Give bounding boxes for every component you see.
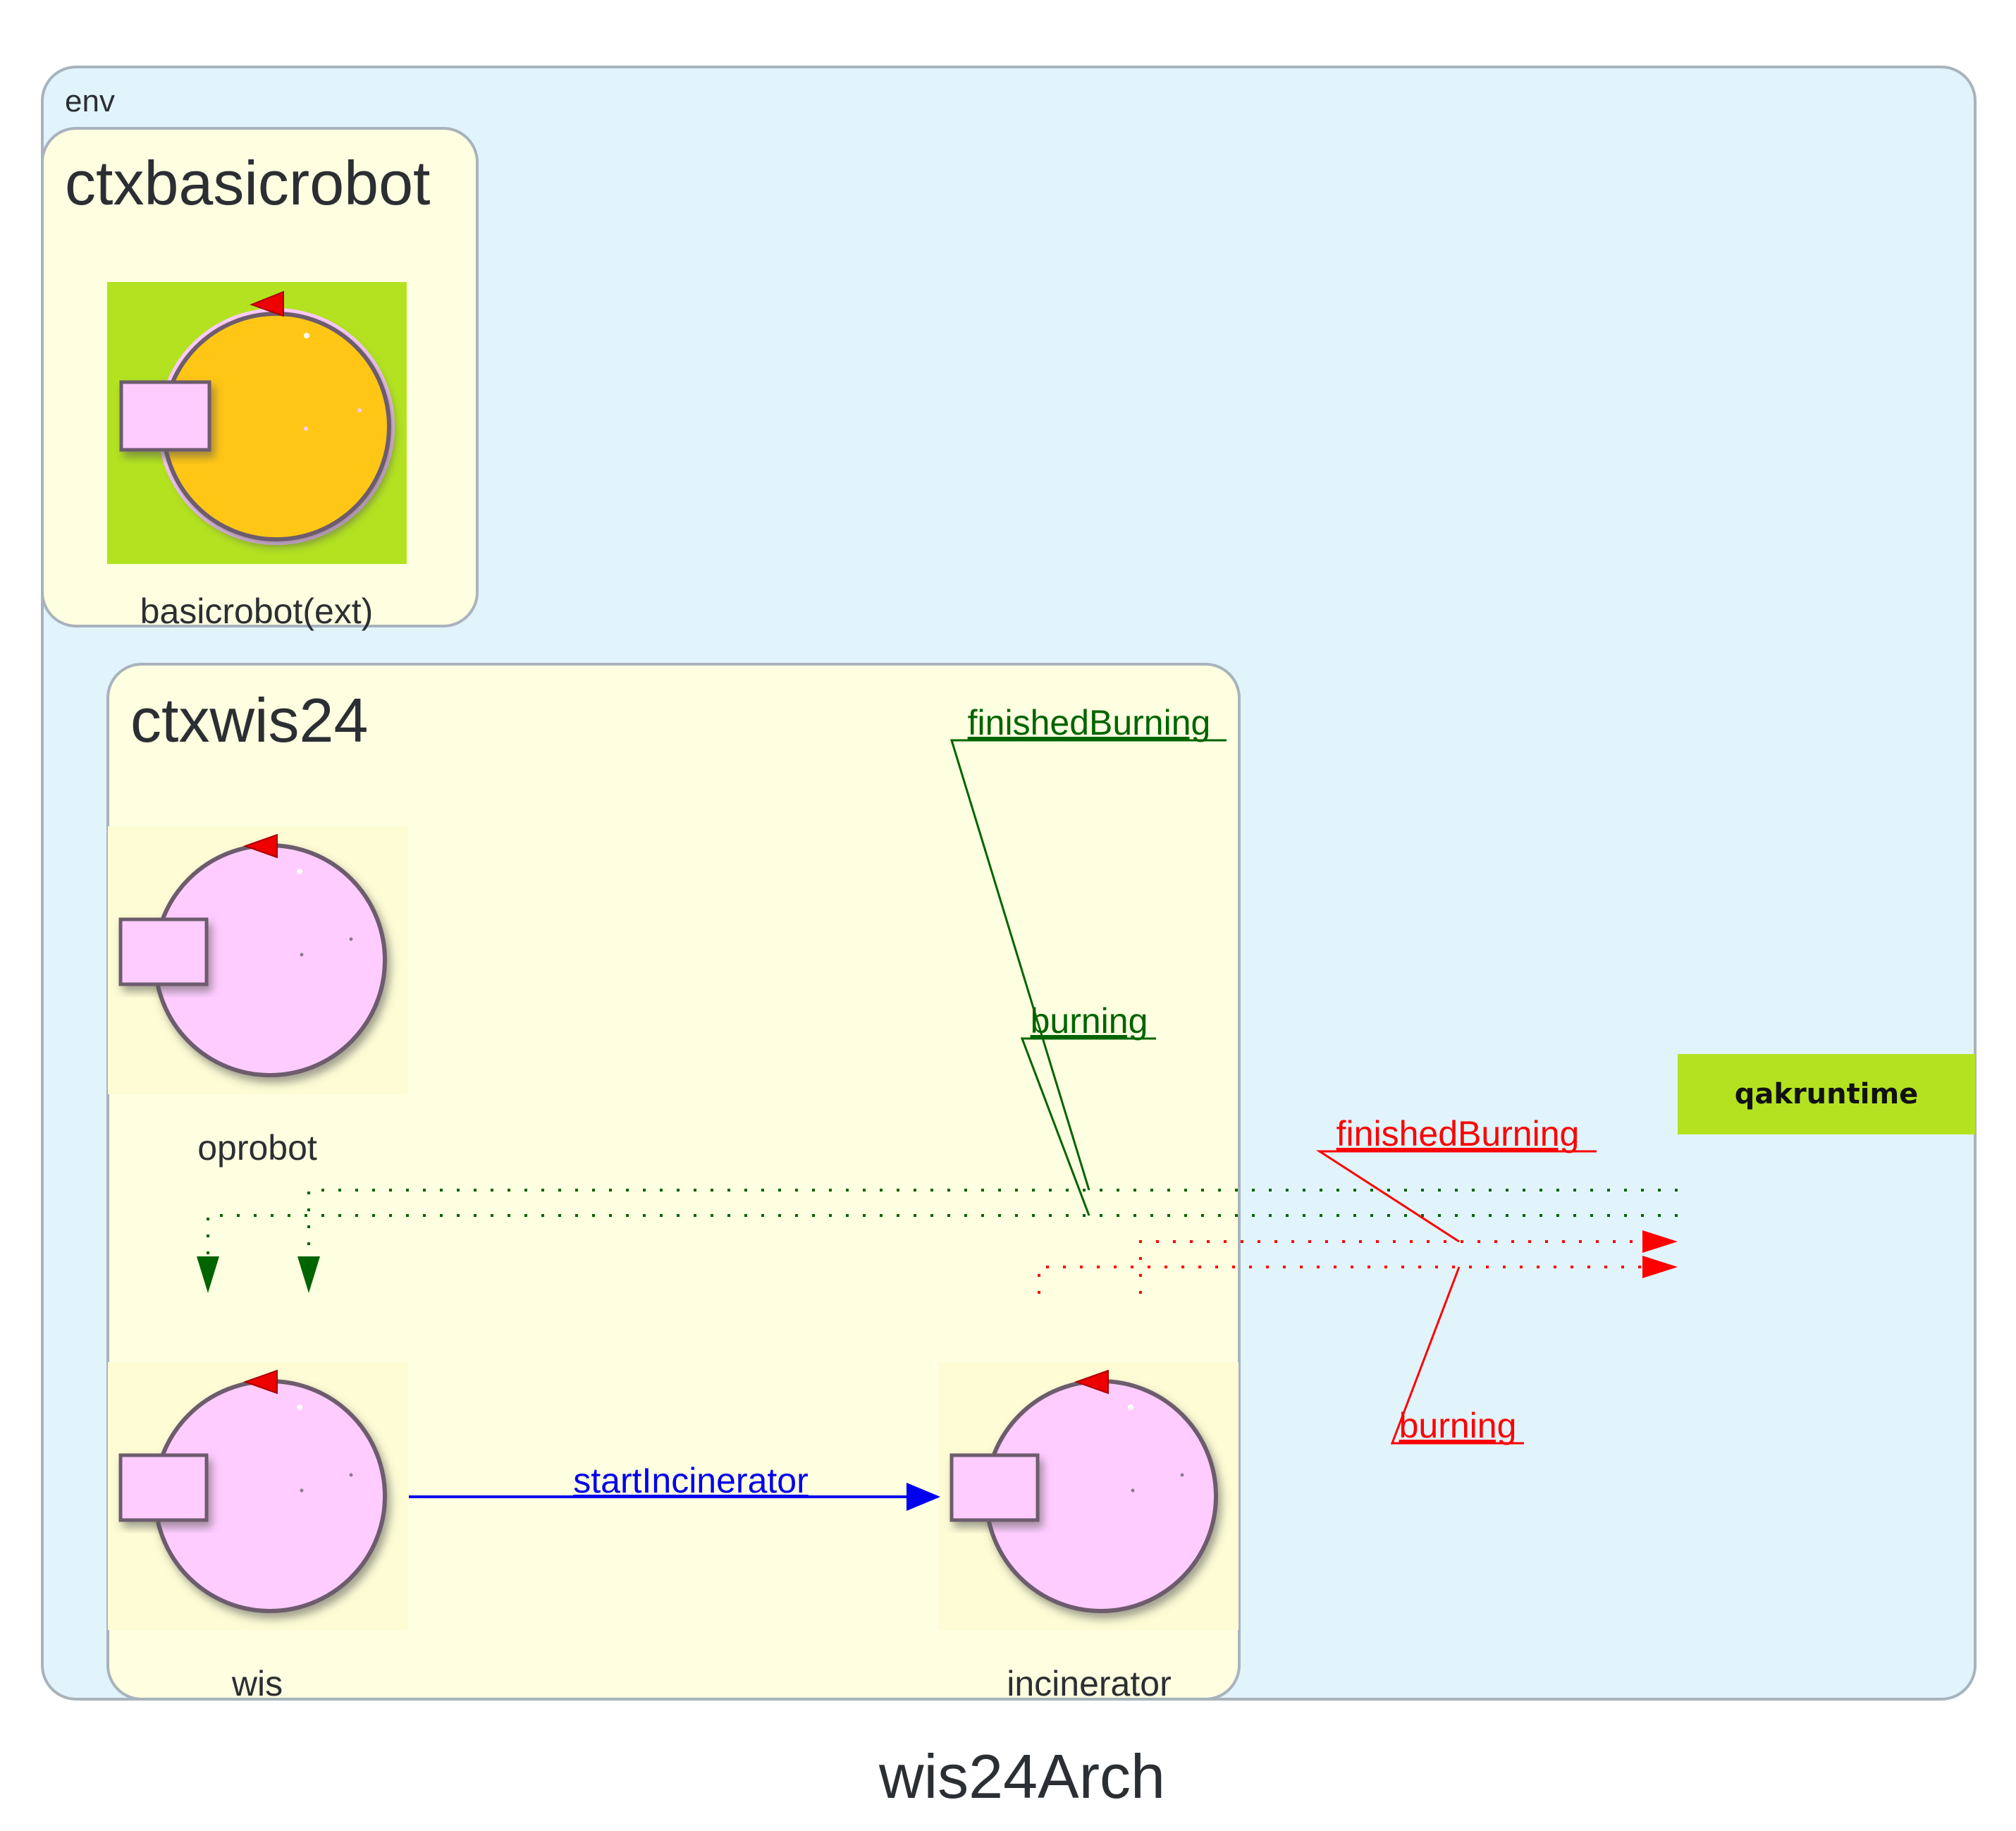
actor-wis[interactable]: wis	[108, 1362, 407, 1703]
context-label-ctxbasicrobot: ctxbasicrobot	[65, 148, 430, 218]
env-label: env	[65, 84, 115, 118]
edge-finishedBurning-out[interactable]: finishedBurning	[1139, 1114, 1678, 1294]
actor-oprobot[interactable]: oprobot	[108, 826, 407, 1168]
edge-label-finishedBurning-out[interactable]: finishedBurning	[1336, 1114, 1580, 1153]
robot-icon-pink	[108, 1362, 407, 1630]
actor-label-wis: wis	[231, 1664, 283, 1703]
actor-label-oprobot: oprobot	[197, 1128, 317, 1168]
actor-label-basicrobot: basicrobot(ext)	[140, 592, 374, 631]
edge-label-finishedBurning-in[interactable]: finishedBurning	[968, 703, 1211, 742]
edge-burning-in[interactable]: burning	[197, 1001, 1678, 1293]
actor-basicrobot[interactable]: basicrobot(ext)	[107, 282, 407, 631]
edge-startIncinerator[interactable]: startIncinerator	[409, 1461, 940, 1511]
edge-burning-out[interactable]: burning	[1038, 1256, 1678, 1445]
robot-icon-pink	[108, 826, 407, 1094]
context-label-ctxwis24: ctxwis24	[130, 685, 368, 755]
edge-label-startIncinerator[interactable]: startIncinerator	[573, 1461, 808, 1500]
edge-finishedBurning-in[interactable]: finishedBurning	[297, 703, 1678, 1293]
edge-label-burning-in[interactable]: burning	[1031, 1001, 1148, 1041]
robot-icon-pink	[939, 1362, 1239, 1630]
robot-icon-orange	[107, 282, 407, 564]
runtime-label: qakruntime	[1735, 1078, 1919, 1110]
actor-incinerator[interactable]: incinerator	[939, 1362, 1239, 1703]
diagram-title: wis24Arch	[878, 1741, 1165, 1811]
actor-label-incinerator: incinerator	[1007, 1664, 1171, 1703]
edge-label-burning-out[interactable]: burning	[1399, 1406, 1517, 1445]
runtime-node[interactable]: qakruntime	[1678, 1054, 1975, 1134]
